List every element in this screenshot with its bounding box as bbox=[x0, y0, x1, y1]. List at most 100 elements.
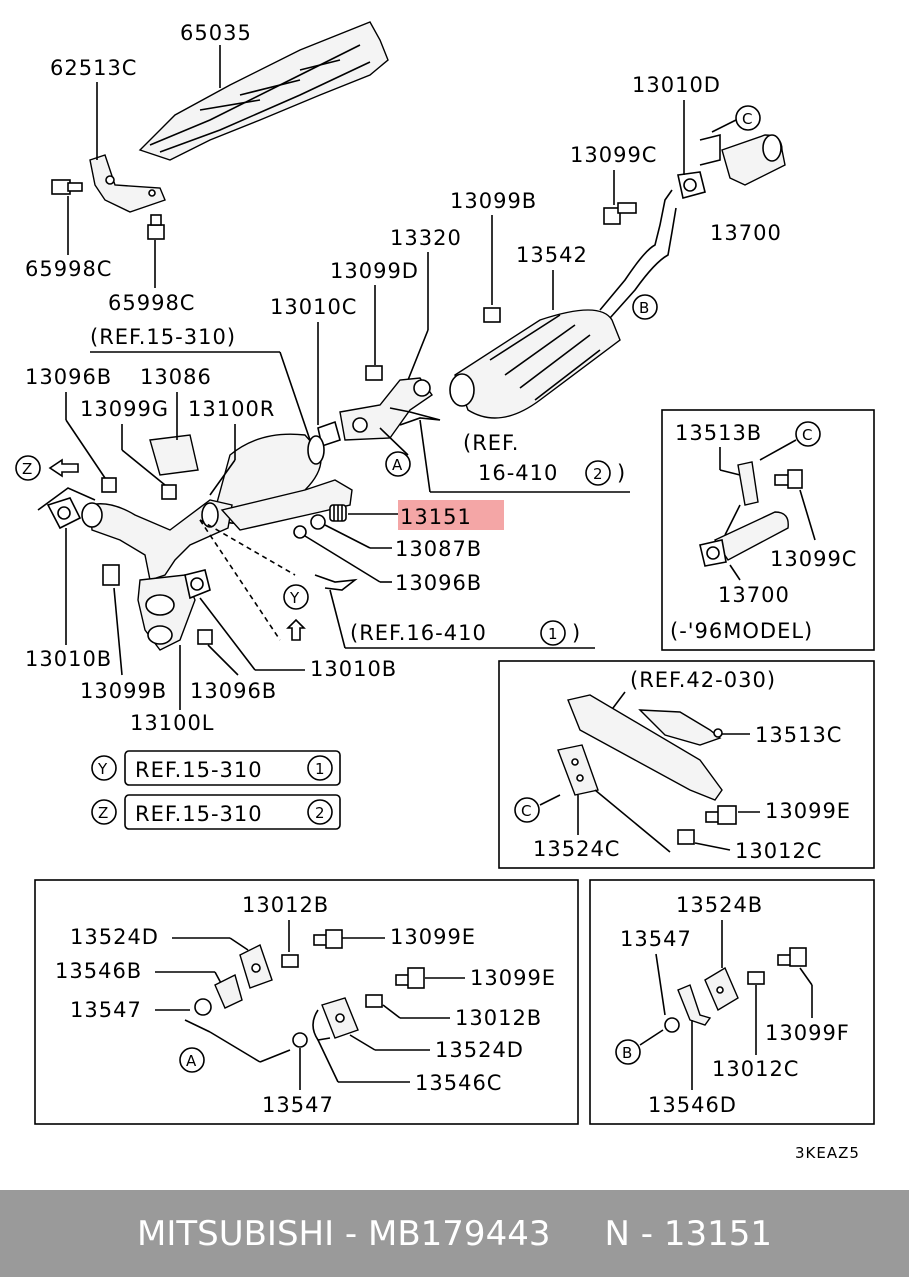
label-13086: 13086 bbox=[140, 365, 212, 389]
paren-close-b: ) bbox=[572, 621, 581, 645]
label-13012B-a: 13012B bbox=[242, 893, 329, 917]
label-ref-Z: REF.15-310 bbox=[135, 802, 263, 826]
part-footer-bar: MITSUBISHI - MB179443 N - 13151 bbox=[0, 1190, 909, 1277]
pipe-13320 bbox=[339, 377, 433, 441]
label-13700-top: 13700 bbox=[710, 221, 782, 245]
bolt-13099G bbox=[161, 484, 177, 500]
label-13320: 13320 bbox=[390, 226, 462, 250]
callout-2-Z: 2 bbox=[315, 804, 326, 822]
label-65035: 65035 bbox=[180, 21, 252, 45]
bracket-62513C bbox=[89, 154, 166, 213]
collar-13012B-a bbox=[281, 954, 299, 968]
callout-A-box: A bbox=[186, 1052, 197, 1070]
hanger-13524D-a bbox=[239, 944, 273, 989]
part-footer-text: MITSUBISHI - MB179443 N - 13151 bbox=[137, 1213, 772, 1254]
bolt-65998C-left bbox=[51, 179, 83, 195]
label-13099B-top: 13099B bbox=[450, 189, 537, 213]
label-13100L: 13100L bbox=[130, 711, 215, 735]
label-13513B: 13513B bbox=[675, 421, 762, 445]
label-13524B: 13524B bbox=[676, 893, 763, 917]
drawing-code: 3KEAZ5 bbox=[795, 1144, 860, 1162]
label-13547-a: 13547 bbox=[70, 998, 142, 1022]
hanger-13524D-b bbox=[321, 997, 359, 1039]
spring-13151 bbox=[329, 504, 347, 522]
tail-pipe-13700-box bbox=[699, 511, 789, 567]
label-13012C-b: 13012C bbox=[712, 1057, 799, 1081]
paren-close-a: ) bbox=[617, 461, 626, 485]
callout-Y-front: Y bbox=[289, 589, 300, 607]
bolt-13099F bbox=[777, 947, 807, 967]
ref-box-Z bbox=[124, 794, 341, 830]
label-13546B: 13546B bbox=[55, 959, 142, 983]
bolt-13099E-a bbox=[705, 805, 737, 825]
nut-13096B-a bbox=[101, 477, 117, 493]
callout-C-ref42: C bbox=[521, 802, 532, 820]
label-13547-c: 13547 bbox=[620, 927, 692, 951]
callout-Z-top: Z bbox=[22, 460, 33, 478]
label-ref-16-410-a: (REF. bbox=[463, 431, 519, 455]
callout-1-Y: 1 bbox=[315, 760, 326, 778]
box-ref-42-030 bbox=[498, 660, 875, 869]
callout-1-ref: 1 bbox=[548, 625, 559, 643]
heat-protector-65035 bbox=[138, 21, 389, 161]
hanger-13524B bbox=[704, 966, 739, 1012]
label-13099F: 13099F bbox=[765, 1021, 850, 1045]
gasket-13010D bbox=[677, 171, 706, 199]
label-13010B-b: 13010B bbox=[310, 657, 397, 681]
callout-Z-ref: Z bbox=[98, 804, 109, 822]
bolt-13099B-top bbox=[483, 307, 501, 323]
callout-B-box: B bbox=[622, 1044, 633, 1062]
washer-13547-b bbox=[292, 1032, 308, 1048]
label-13010B-a: 13010B bbox=[25, 647, 112, 671]
gasket-13010B-right bbox=[184, 569, 211, 600]
box-96-model bbox=[661, 409, 875, 651]
bolt-13099C-top bbox=[603, 202, 637, 225]
box-hangers-left bbox=[34, 879, 579, 1125]
pipe-13100L bbox=[137, 574, 196, 651]
label-13700-box: 13700 bbox=[718, 583, 790, 607]
nut-13096B-c bbox=[197, 629, 213, 645]
bolt-13099C-box bbox=[774, 469, 803, 489]
callout-C-box: C bbox=[802, 426, 813, 444]
hanger-13524C bbox=[557, 744, 599, 796]
label-ref-16-410-1: (REF.16-410 bbox=[350, 621, 487, 645]
bolt-13099B-low bbox=[102, 564, 120, 586]
callout-C-top: C bbox=[742, 110, 753, 128]
clamp-13086 bbox=[149, 434, 199, 476]
label-13546D: 13546D bbox=[648, 1093, 737, 1117]
label-13099G: 13099G bbox=[80, 397, 169, 421]
label-13010D: 13010D bbox=[632, 73, 721, 97]
label-13099B-b: 13099B bbox=[80, 679, 167, 703]
bolt-13099E-c bbox=[395, 967, 425, 989]
box-hangers-right bbox=[589, 879, 875, 1125]
main-muffler-13542 bbox=[449, 189, 677, 419]
highlight-13151 bbox=[398, 500, 504, 530]
label-13100R: 13100R bbox=[188, 397, 275, 421]
exhaust-pipe-heatshield-small bbox=[220, 479, 353, 531]
collar-13012B-b bbox=[365, 994, 383, 1008]
bolt-13099D bbox=[365, 365, 383, 381]
label-13096B-b: 13096B bbox=[395, 571, 482, 595]
label-13087B: 13087B bbox=[395, 537, 482, 561]
label-65998C-b: 65998C bbox=[108, 291, 195, 315]
label-13546C: 13546C bbox=[415, 1071, 502, 1095]
label-13524D-a: 13524D bbox=[70, 925, 159, 949]
label-65998C-a: 65998C bbox=[25, 257, 112, 281]
label-ref-15-310: (REF.15-310) bbox=[90, 325, 236, 349]
collar-13012C-a bbox=[677, 829, 695, 845]
label-13099C-box: 13099C bbox=[770, 547, 857, 571]
gasket-13010B-left bbox=[46, 497, 82, 530]
ref-box-Y bbox=[124, 750, 341, 786]
label-13542: 13542 bbox=[516, 243, 588, 267]
bolt-13099E-b bbox=[313, 929, 343, 949]
bolt-65998C-bottom bbox=[147, 214, 165, 240]
bracket-13513B bbox=[737, 461, 759, 506]
collar-13012C-b bbox=[747, 971, 765, 985]
label-ref-42-030: (REF.42-030) bbox=[630, 668, 776, 692]
callout-2-ref: 2 bbox=[593, 465, 604, 483]
label-13524D-b: 13524D bbox=[435, 1038, 524, 1062]
label-13524C: 13524C bbox=[533, 837, 620, 861]
tail-pipe-13700 bbox=[699, 133, 786, 186]
callout-B-muffler: B bbox=[639, 299, 650, 317]
washer-13547-c bbox=[664, 1017, 680, 1033]
